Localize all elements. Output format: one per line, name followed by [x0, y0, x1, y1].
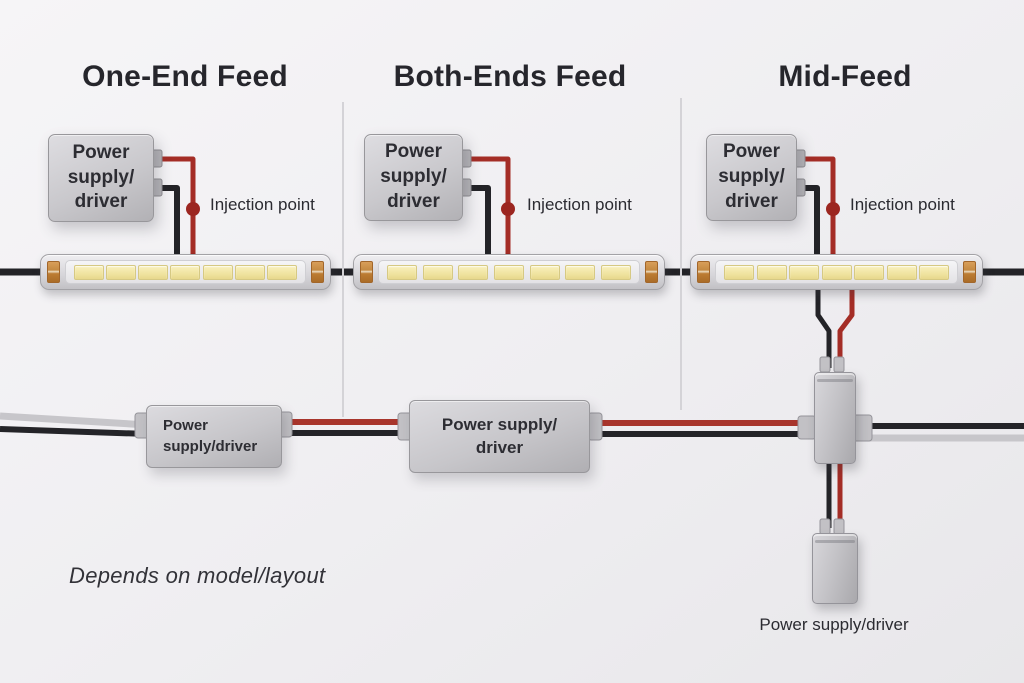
led-chip: [600, 264, 631, 280]
led-chip: [821, 264, 852, 280]
led-chip: [789, 264, 819, 280]
psu-label-line: Power: [72, 141, 130, 163]
led-chip: [202, 264, 233, 280]
led-chip: [106, 264, 137, 280]
mid-feed-junction-box: [814, 372, 856, 464]
led-chip: [493, 264, 524, 280]
led-chip: [138, 264, 169, 280]
both-ends-feed-wires: [461, 156, 511, 266]
psu-label-line: supply/: [67, 166, 135, 188]
mid-feed-drop-wires: [815, 289, 855, 528]
led-chip: [919, 264, 949, 280]
inline-psu-left: Power supply/driver: [146, 405, 282, 468]
injection-point-label: Injection point: [850, 195, 955, 214]
injection-point-label: Injection point: [527, 195, 632, 214]
led-strip-mid-feed: [690, 254, 983, 290]
led-chip: [422, 264, 453, 280]
led-chip: [266, 264, 297, 280]
section-title-mid-feed: Mid-Feed: [778, 60, 912, 93]
led-chip: [458, 264, 489, 280]
column-divider-1: [342, 102, 344, 417]
psu-label-line: driver: [725, 190, 778, 212]
psu-label-line: supply/: [380, 166, 447, 188]
injection-point-label: Injection point: [210, 195, 315, 214]
bottom-row-wires: [0, 412, 1024, 442]
copper-pad: [963, 261, 976, 283]
led-chip: [756, 264, 787, 280]
led-strip-channel: [715, 260, 958, 284]
psu-label-line: driver: [74, 191, 128, 213]
section-title-one-end: One-End Feed: [82, 60, 288, 93]
psu-label-line: driver: [387, 190, 440, 212]
section-title-both-ends: Both-Ends Feed: [393, 60, 627, 93]
copper-pad: [47, 261, 60, 283]
led-chip: [854, 264, 884, 280]
led-chip: [234, 264, 265, 280]
copper-pad: [645, 261, 658, 283]
inline-psu-center: Power supply/ driver: [409, 400, 590, 473]
mid-feed-bottom-psu-box: [812, 533, 858, 604]
led-strip-both-ends: [353, 254, 665, 290]
column-divider-2: [680, 98, 682, 410]
copper-pad: [360, 261, 373, 283]
copper-pad: [697, 261, 710, 283]
copper-pad: [311, 261, 324, 283]
psu-box-both-ends: Power supply/ driver: [364, 134, 463, 221]
led-strip-one-end: [40, 254, 331, 290]
led-chip: [170, 264, 201, 280]
psu-label-line: Power: [722, 141, 780, 163]
psu-label-line: supply/: [718, 166, 785, 188]
psu-label-line: Power: [384, 141, 442, 163]
inline-psu-label-line: driver: [475, 437, 524, 457]
mid-feed-bottom-psu-label: Power supply/driver: [759, 615, 909, 634]
inline-psu-label-line: supply/driver: [163, 437, 258, 455]
note-depends-on-model: Depends on model/layout: [69, 563, 326, 588]
led-chip: [886, 264, 917, 280]
led-chip: [724, 264, 754, 280]
led-chip: [565, 264, 596, 280]
psu-box-mid-feed: Power supply/ driver: [706, 134, 797, 221]
inline-psu-label-line: Power supply/: [441, 414, 558, 434]
psu-box-one-end: Power supply/ driver: [48, 134, 154, 222]
led-strip-channel: [378, 260, 640, 284]
led-chip: [529, 264, 560, 280]
inline-psu-label-line: Power: [163, 417, 209, 435]
led-strip-channel: [65, 260, 306, 284]
led-chip: [387, 264, 417, 280]
led-chip: [74, 264, 104, 280]
one-end-feed-wires: [152, 156, 196, 266]
